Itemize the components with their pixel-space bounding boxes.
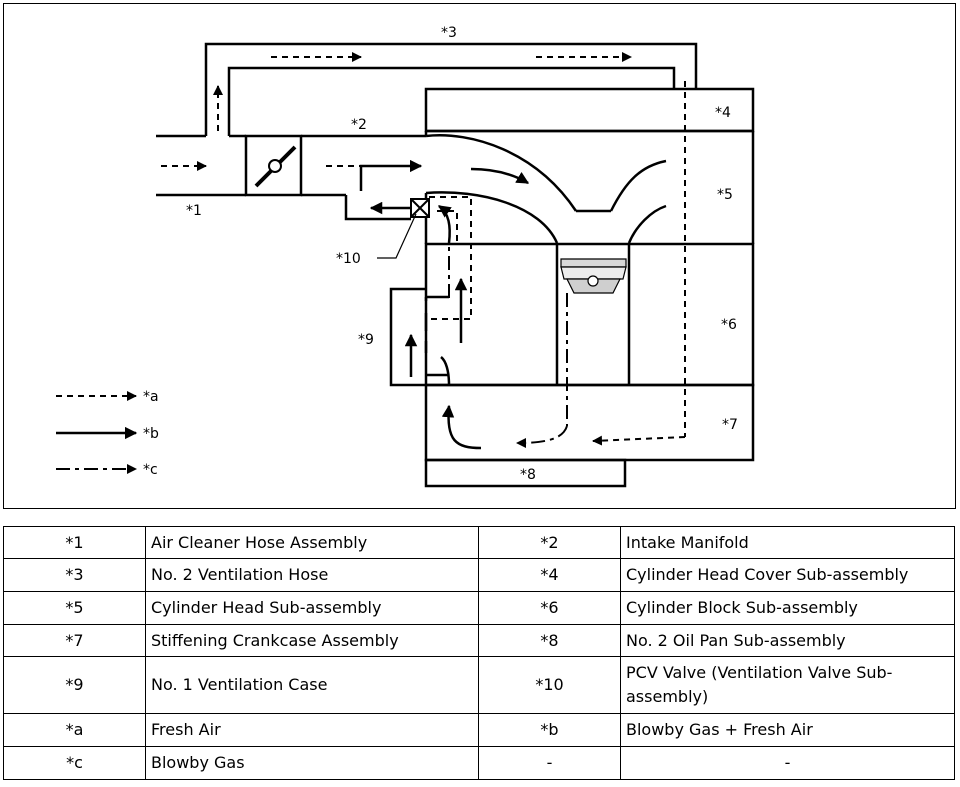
legend: *a *b *c bbox=[56, 389, 159, 478]
oil-pan-2 bbox=[424, 458, 627, 488]
part-description: Fresh Air bbox=[145, 713, 479, 747]
part-code: *a bbox=[3, 713, 146, 747]
diagram-frame: *a *b *c *1 *2 *3 *4 *5 *6 *7 *8 *9 *10 bbox=[3, 3, 956, 509]
part-description: No. 1 Ventilation Case bbox=[145, 656, 479, 714]
part-code: *c bbox=[3, 746, 146, 780]
part-code: *7 bbox=[3, 624, 146, 657]
callout-10: *10 bbox=[336, 251, 361, 267]
callout-8: *8 bbox=[520, 467, 536, 483]
legend-label-c: *c bbox=[143, 462, 158, 478]
piston bbox=[560, 258, 627, 294]
callout-3: *3 bbox=[441, 25, 457, 41]
cylinder-head-cover bbox=[424, 87, 755, 133]
part-description: Intake Manifold bbox=[620, 526, 955, 559]
part-code: *4 bbox=[478, 558, 621, 592]
part-description: Stiffening Crankcase Assembly bbox=[145, 624, 479, 657]
part-description: Blowby Gas bbox=[145, 746, 479, 780]
air-cleaner-hose bbox=[156, 134, 246, 197]
callout-7: *7 bbox=[722, 417, 738, 433]
part-code: *1 bbox=[3, 526, 146, 559]
legend-label-b: *b bbox=[143, 426, 159, 442]
pcv-system-diagram: *a *b *c *1 *2 *3 *4 *5 *6 *7 *8 *9 *10 bbox=[56, 25, 755, 488]
callout-labels: *1 *2 *3 *4 *5 *6 *7 *8 *9 *10 bbox=[186, 25, 738, 483]
callout-5: *5 bbox=[717, 187, 733, 203]
part-code: - bbox=[478, 746, 621, 780]
part-code: *b bbox=[478, 713, 621, 747]
part-code: *2 bbox=[478, 526, 621, 559]
intake-manifold bbox=[301, 134, 667, 244]
part-description: Cylinder Block Sub-assembly bbox=[620, 591, 955, 625]
legend-label-a: *a bbox=[143, 389, 159, 405]
part-code: *6 bbox=[478, 591, 621, 625]
part-code: *10 bbox=[478, 656, 621, 714]
part-description: No. 2 Oil Pan Sub-assembly bbox=[620, 624, 955, 657]
part-code: *9 bbox=[3, 656, 146, 714]
part-code: *3 bbox=[3, 558, 146, 592]
fresh-air-flow bbox=[161, 52, 686, 446]
part-description: No. 2 Ventilation Hose bbox=[145, 558, 479, 592]
pcv-valve-leader bbox=[377, 213, 417, 259]
part-description: Blowby Gas + Fresh Air bbox=[620, 713, 955, 747]
cylinder-head bbox=[424, 129, 755, 244]
callout-2: *2 bbox=[351, 117, 367, 133]
callout-4: *4 bbox=[715, 105, 731, 121]
part-description: PCV Valve (Ventilation Valve Sub-assembl… bbox=[620, 656, 955, 714]
blowby-fresh-air-flow bbox=[359, 159, 530, 450]
ventilation-hose-2 bbox=[204, 42, 698, 136]
throttle-body bbox=[244, 134, 303, 197]
part-description: Cylinder Head Sub-assembly bbox=[145, 591, 479, 625]
part-description: Air Cleaner Hose Assembly bbox=[145, 526, 479, 559]
part-code: *5 bbox=[3, 591, 146, 625]
callout-1: *1 bbox=[186, 203, 202, 219]
part-code: *8 bbox=[478, 624, 621, 657]
pcv-valve bbox=[410, 198, 430, 218]
blowby-gas-flow bbox=[448, 244, 568, 448]
part-description: Cylinder Head Cover Sub-assembly bbox=[620, 558, 955, 592]
callout-9: *9 bbox=[358, 332, 374, 348]
part-description: - bbox=[620, 746, 955, 780]
callout-6: *6 bbox=[721, 317, 737, 333]
ventilation-case-1 bbox=[389, 287, 449, 387]
